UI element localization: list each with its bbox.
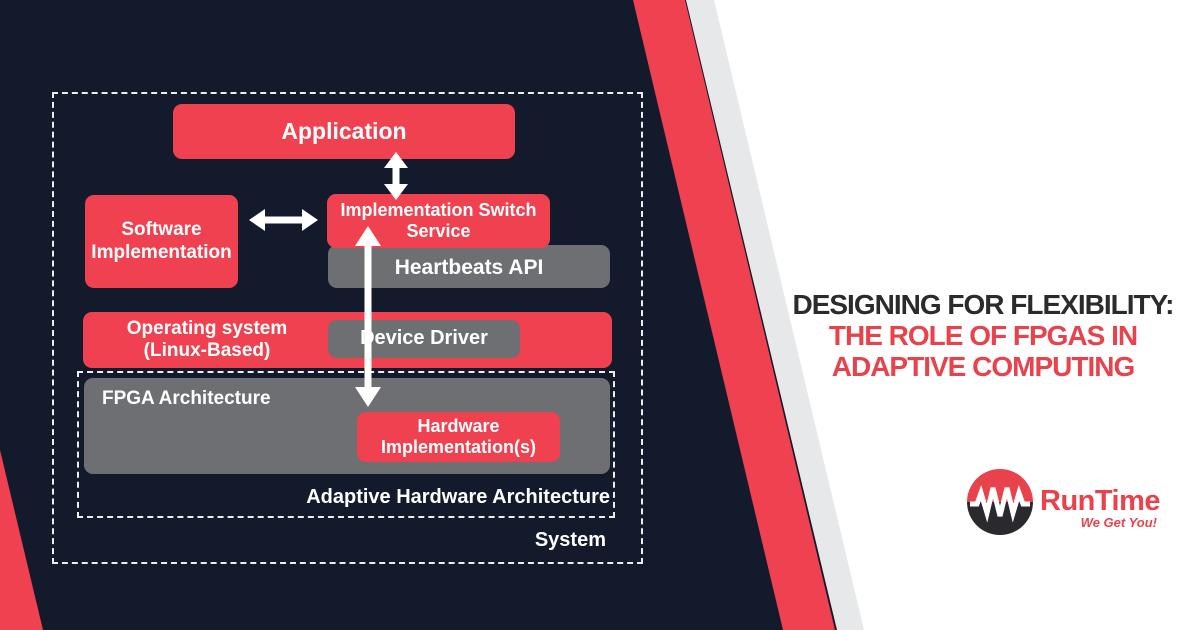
title-line-3: ADAPTIVE COMPUTING: [831, 351, 1135, 382]
system-label: System: [534, 529, 606, 551]
adaptive-hardware-container: [77, 371, 615, 518]
logo-wordmark: RunTime: [1040, 485, 1161, 517]
title-line-2: THE ROLE OF FPGAS IN: [828, 320, 1138, 351]
node-implementation-switch-service: Implementation Switch Service: [327, 194, 550, 248]
system-container: [52, 92, 643, 564]
node-software-implementation: Software Implementation: [85, 195, 238, 288]
logo-tagline: We Get You!: [1080, 515, 1157, 530]
node-device-driver: Device Driver: [328, 320, 520, 358]
fpga-architecture-label: FPGA Architecture: [102, 388, 271, 409]
adaptive-hardware-label: Adaptive Hardware Architecture: [306, 486, 610, 508]
node-heartbeats-api: Heartbeats API: [328, 245, 610, 288]
node-application: Application: [173, 104, 515, 159]
operating-system-label: Operating system (Linux-Based): [126, 317, 288, 361]
node-hardware-implementations: Hardware Implementation(s): [357, 412, 560, 462]
page-title: DESIGNING FOR FLEXIBILITY: THE ROLE OF F…: [780, 289, 1186, 382]
title-line-1: DESIGNING FOR FLEXIBILITY:: [792, 289, 1174, 320]
pulse-waveform-icon: [970, 485, 1030, 523]
